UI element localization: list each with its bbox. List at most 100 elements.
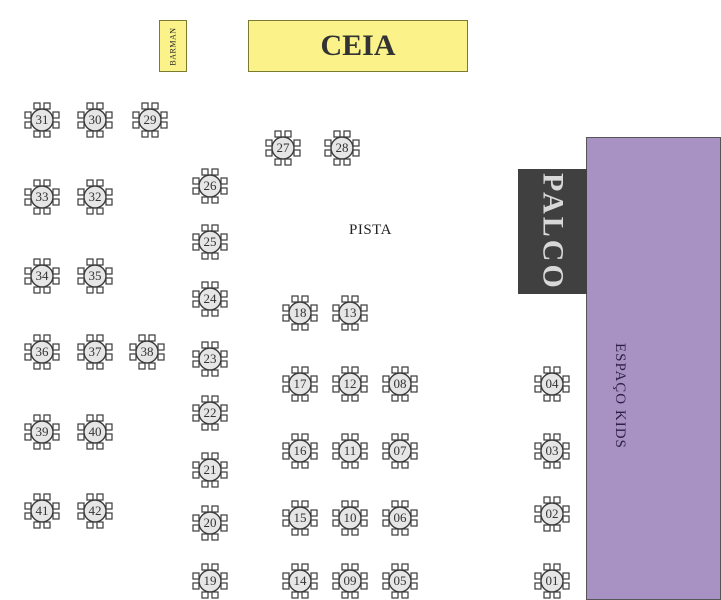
table-36: 36 xyxy=(23,333,61,371)
table-icon xyxy=(24,102,60,138)
table-number: 02 xyxy=(545,506,559,521)
table-26: 26 xyxy=(191,167,229,205)
table-icon xyxy=(192,563,228,599)
table-35: 35 xyxy=(76,257,114,295)
table-icon xyxy=(77,258,113,294)
table-number: 40 xyxy=(88,424,102,439)
espaco-kids-label: ESPAÇO KIDS xyxy=(612,343,628,449)
table-22: 22 xyxy=(191,394,229,432)
table-number: 30 xyxy=(88,112,102,127)
table-number: 27 xyxy=(276,140,290,155)
table-number: 12 xyxy=(343,376,357,391)
table-icon xyxy=(192,224,228,260)
table-31: 31 xyxy=(23,101,61,139)
table-icon xyxy=(132,102,168,138)
table-number: 23 xyxy=(203,351,217,366)
table-17: 17 xyxy=(281,365,319,403)
table-number: 06 xyxy=(393,510,407,525)
table-23: 23 xyxy=(191,340,229,378)
table-number: 25 xyxy=(203,234,217,249)
table-10: 10 xyxy=(331,499,369,537)
table-number: 38 xyxy=(140,344,154,359)
table-icon xyxy=(332,563,368,599)
table-08: 08 xyxy=(381,365,419,403)
table-number: 07 xyxy=(393,443,407,458)
table-icon xyxy=(192,341,228,377)
table-number: 19 xyxy=(203,573,217,588)
table-37: 37 xyxy=(76,333,114,371)
table-14: 14 xyxy=(281,562,319,600)
table-02: 02 xyxy=(533,495,571,533)
table-icon xyxy=(282,500,318,536)
table-40: 40 xyxy=(76,413,114,451)
table-icon xyxy=(192,168,228,204)
table-27: 27 xyxy=(264,129,302,167)
table-number: 26 xyxy=(203,178,217,193)
table-icon xyxy=(282,366,318,402)
table-16: 16 xyxy=(281,432,319,470)
table-icon xyxy=(192,505,228,541)
table-30: 30 xyxy=(76,101,114,139)
espaco-kids-area: ESPAÇO KIDS xyxy=(586,137,721,600)
table-icon xyxy=(24,179,60,215)
table-icon xyxy=(332,295,368,331)
table-24: 24 xyxy=(191,280,229,318)
table-06: 06 xyxy=(381,499,419,537)
table-icon xyxy=(282,433,318,469)
table-number: 03 xyxy=(545,443,559,458)
table-42: 42 xyxy=(76,492,114,530)
table-33: 33 xyxy=(23,178,61,216)
table-number: 04 xyxy=(545,376,559,391)
table-icon xyxy=(77,334,113,370)
table-09: 09 xyxy=(331,562,369,600)
table-number: 09 xyxy=(343,573,357,588)
table-number: 42 xyxy=(88,503,102,518)
table-number: 18 xyxy=(293,305,307,320)
table-icon xyxy=(534,366,570,402)
table-03: 03 xyxy=(533,432,571,470)
table-icon xyxy=(265,130,301,166)
table-icon xyxy=(192,281,228,317)
table-number: 34 xyxy=(35,268,49,283)
ceia-area: CEIA xyxy=(248,20,468,72)
table-11: 11 xyxy=(331,432,369,470)
table-icon xyxy=(382,366,418,402)
table-number: 01 xyxy=(545,573,559,588)
table-38: 38 xyxy=(128,333,166,371)
table-25: 25 xyxy=(191,223,229,261)
table-21: 21 xyxy=(191,451,229,489)
table-number: 22 xyxy=(203,405,217,420)
table-number: 24 xyxy=(203,291,217,306)
table-icon xyxy=(282,563,318,599)
table-icon xyxy=(332,433,368,469)
table-number: 41 xyxy=(35,503,49,518)
table-number: 14 xyxy=(293,573,307,588)
table-41: 41 xyxy=(23,492,61,530)
table-number: 32 xyxy=(88,189,102,204)
table-number: 31 xyxy=(35,112,49,127)
palco-stage: PALCO xyxy=(518,169,587,294)
table-icon xyxy=(382,433,418,469)
table-13: 13 xyxy=(331,294,369,332)
table-number: 15 xyxy=(293,510,307,525)
table-19: 19 xyxy=(191,562,229,600)
table-icon xyxy=(534,563,570,599)
table-icon xyxy=(24,414,60,450)
table-39: 39 xyxy=(23,413,61,451)
table-number: 13 xyxy=(343,305,357,320)
table-icon xyxy=(534,496,570,532)
table-icon xyxy=(24,334,60,370)
table-icon xyxy=(382,563,418,599)
table-icon xyxy=(382,500,418,536)
table-04: 04 xyxy=(533,365,571,403)
table-20: 20 xyxy=(191,504,229,542)
table-number: 36 xyxy=(35,344,49,359)
table-34: 34 xyxy=(23,257,61,295)
table-icon xyxy=(324,130,360,166)
table-number: 10 xyxy=(343,510,357,525)
table-01: 01 xyxy=(533,562,571,600)
table-icon xyxy=(24,258,60,294)
table-icon xyxy=(192,452,228,488)
table-07: 07 xyxy=(381,432,419,470)
table-icon xyxy=(332,500,368,536)
